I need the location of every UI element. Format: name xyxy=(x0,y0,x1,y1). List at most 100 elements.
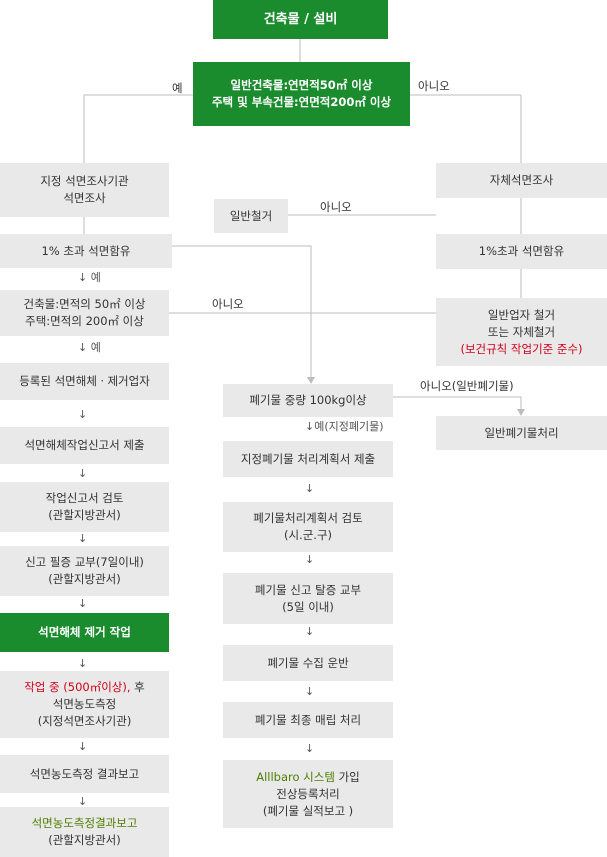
label-no-general-waste: 아니오(일반폐기물) xyxy=(420,379,514,393)
left-yes2-arrow: ↓ 예 xyxy=(78,342,101,354)
arrowhead-general-waste xyxy=(517,409,525,416)
area-line2: 주택:면적의 200㎡ 이상 xyxy=(25,314,144,328)
waste-cert-line1: 폐기물 신고 탈증 교부 xyxy=(254,582,362,597)
connector-no-general-waste xyxy=(393,396,522,412)
plan-review-box: 폐기물처리계획서 검토 (시.군.구) xyxy=(223,502,393,552)
area-criteria-box: 건축물:면적의 50㎡ 이상 주택:면적의 200㎡ 이상 xyxy=(0,290,169,336)
arrow-glyph: ↓ xyxy=(305,420,315,433)
demolition-line2: 또는 자체철거 xyxy=(487,324,556,339)
collection-label: 폐기물 수집 운반 xyxy=(267,655,349,670)
arrow-glyph: ↓ xyxy=(305,625,315,638)
criteria-box: 일반건축물:연면적50㎡ 이상 주택 및 부속건물:연면적200㎡ 이상 xyxy=(193,62,410,126)
allbaro-box: Alllbaro 시스템 가입 전상등록처리 (폐기물 실적보고 ) xyxy=(223,760,393,828)
label-no-right: 아니오 xyxy=(418,79,450,93)
removal-work-label: 석면해체 제거 작업 xyxy=(38,625,131,639)
right-over1-label: 1%초과 석면함유 xyxy=(478,244,565,258)
measurement-box: 작업 중 (500㎡이상), 후 석면농도측정 (지정석면조사기관) xyxy=(0,671,169,738)
registered-contractor-label: 등록된 석면해체ㆍ제거업자 xyxy=(19,374,150,388)
arrowhead-waste xyxy=(307,377,315,384)
final-report-box: 석면농도측정결과보고 (관할지방관서) xyxy=(0,807,169,857)
waste-weight-box: 폐기물 중량 100kg이상 xyxy=(223,384,393,417)
self-survey-box: 자체석면조사 xyxy=(436,163,607,198)
arrow-glyph: ↓ xyxy=(305,553,315,566)
report-submit-label: 석면해체작업신고서 제출 xyxy=(24,438,145,452)
plan-submit-box: 지정폐기물 처리계획서 제출 xyxy=(223,441,393,477)
report-review-box: 작업신고서 검토 (관할지방관서) xyxy=(0,482,169,532)
demolition-line1: 일반업자 철거 xyxy=(487,307,556,322)
left-over1-label: 1% 초과 석면함유 xyxy=(41,243,131,258)
top-box-label: 건축물 / 설비 xyxy=(263,12,338,27)
left-arrow-3: ↓ xyxy=(78,409,87,421)
designated-survey-line1: 지정 석면조사기관 xyxy=(40,174,129,188)
demolition-box: 일반업자 철거 또는 자체철거 (보건규칙 작업기준 준수) xyxy=(436,298,607,366)
connector-to-waste xyxy=(172,245,312,380)
collection-box: 폐기물 수집 운반 xyxy=(223,645,393,681)
result-report-label: 석면농도측정 결과보고 xyxy=(29,766,140,781)
demolition-line3: (보건규칙 작업기준 준수) xyxy=(460,341,583,356)
waste-cert-line2: (5일 이내) xyxy=(282,599,334,614)
criteria-line2: 주택 및 부속건물:연면적200㎡ 이상 xyxy=(211,95,392,109)
removal-work-box: 석면해체 제거 작업 xyxy=(0,613,169,652)
left-arrow-6: ↓ xyxy=(78,598,87,610)
middle-arrow-3: ↓ xyxy=(305,554,314,566)
left-arrow-4: ↓ xyxy=(78,468,87,480)
middle-arrow-4: ↓ xyxy=(305,626,314,638)
allbaro-line1: Alllbaro 시스템 가입 xyxy=(256,769,360,786)
arrow-glyph: ↓ xyxy=(305,482,315,495)
arrow-glyph: ↓ xyxy=(305,742,315,755)
measurement-line1-rest: 후 xyxy=(130,680,145,694)
final-report-line1: 석면농도측정결과보고 xyxy=(31,816,138,830)
result-report-box: 석면농도측정 결과보고 xyxy=(0,755,169,793)
arrow-glyph: ↓ xyxy=(78,271,88,284)
middle-arrow-2: ↓ xyxy=(305,483,314,495)
left-over1-box: 1% 초과 석면함유 xyxy=(0,234,172,268)
connector-yes-left xyxy=(83,94,193,163)
report-submit-box: 석면해체작업신고서 제출 xyxy=(0,427,169,464)
arrow-glyph: ↓ xyxy=(78,657,88,670)
designated-survey-box: 지정 석면조사기관 석면조사 xyxy=(0,163,169,217)
allbaro-line1-rest: 가입 xyxy=(334,769,360,784)
waste-cert-box: 폐기물 신고 탈증 교부 (5일 이내) xyxy=(223,573,393,624)
registered-contractor-box: 등록된 석면해체ㆍ제거업자 xyxy=(0,363,169,400)
middle-arrow-5: ↓ xyxy=(305,686,314,698)
left-arrow-7: ↓ xyxy=(78,658,87,670)
arrow-glyph: ↓ xyxy=(78,408,88,421)
plan-review-line2: (시.군.구) xyxy=(283,528,333,542)
left-yes2-label: 예 xyxy=(90,341,101,354)
cert-issue-box: 신고 필증 교부(7일이내) (관할지방관서) xyxy=(0,546,169,596)
general-waste-label: 일반폐기물처리 xyxy=(484,425,559,440)
left-arrow-9: ↓ xyxy=(78,796,87,808)
middle-yes-label: 예(지정폐기물) xyxy=(314,420,384,433)
arrow-glyph: ↓ xyxy=(78,597,88,610)
allbaro-line2: 전상등록처리 xyxy=(276,786,340,801)
self-survey-label: 자체석면조사 xyxy=(489,173,554,187)
measurement-line2: 석면농도측정 xyxy=(52,697,117,711)
measurement-line1-red: 작업 중 (500㎡이상), xyxy=(24,680,131,694)
arrow-glyph: ↓ xyxy=(78,795,88,808)
label-no-general-demolition: 아니오 xyxy=(320,200,352,214)
general-demolition-box: 일반철거 xyxy=(214,199,288,233)
label-no-middle: 아니오 xyxy=(212,297,244,311)
report-review-line2: (관할지방관서) xyxy=(48,508,121,522)
measurement-line3: (지정석면조사기관) xyxy=(37,714,132,728)
left-arrow-5: ↓ xyxy=(78,533,87,545)
allbaro-line3: (폐기물 실적보고 ) xyxy=(262,803,354,818)
waste-weight-label: 폐기물 중량 100kg이상 xyxy=(249,393,367,407)
arrow-glyph: ↓ xyxy=(78,532,88,545)
plan-review-line1: 폐기물처리계획서 검토 xyxy=(253,511,363,525)
left-yes1-arrow: ↓ 예 xyxy=(78,272,101,284)
left-arrow-8: ↓ xyxy=(78,741,87,753)
cert-issue-line1: 신고 필증 교부(7일이내) xyxy=(25,555,144,569)
measurement-line1: 작업 중 (500㎡이상), 후 xyxy=(24,679,145,696)
arrow-glyph: ↓ xyxy=(78,467,88,480)
plan-submit-label: 지정폐기물 처리계획서 제출 xyxy=(240,451,376,466)
area-line1: 건축물:면적의 50㎡ 이상 xyxy=(23,297,146,311)
report-review-line1: 작업신고서 검토 xyxy=(45,491,124,505)
arrow-glyph: ↓ xyxy=(305,685,315,698)
right-over1-box: 1%초과 석면함유 xyxy=(436,234,607,269)
criteria-line1: 일반건축물:연면적50㎡ 이상 xyxy=(230,78,373,92)
middle-yes-arrow: ↓예(지정폐기물) xyxy=(305,421,384,433)
label-yes-left: 예 xyxy=(172,81,183,95)
general-demolition-label: 일반철거 xyxy=(229,208,273,223)
